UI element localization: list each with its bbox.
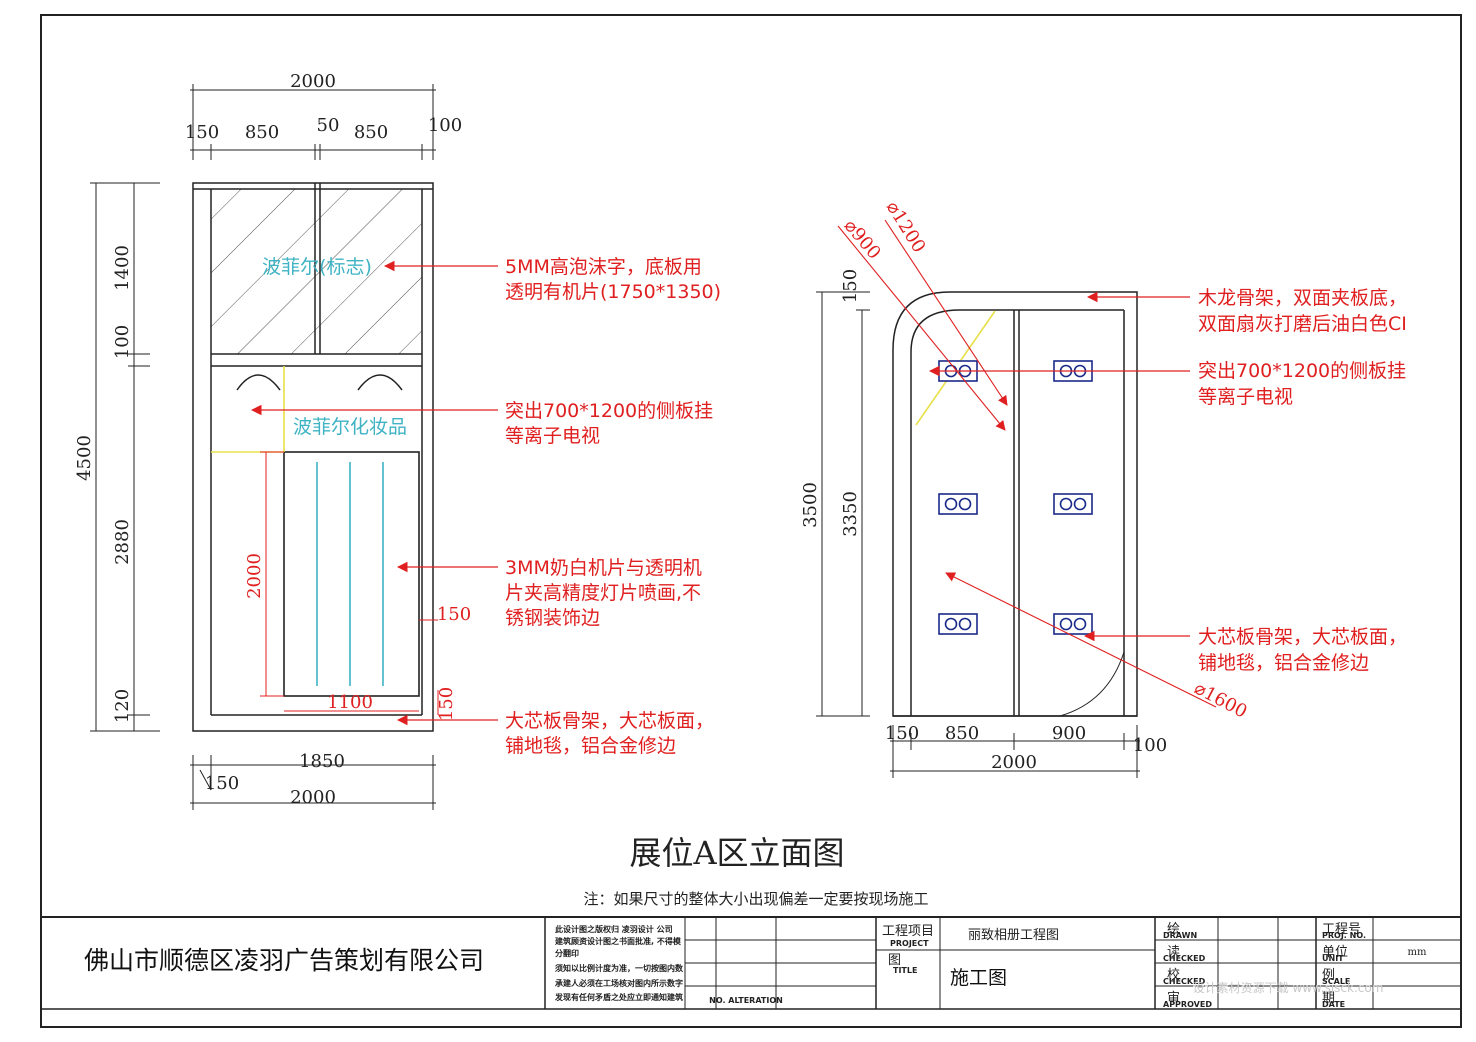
right-note-3-line-2: 铺地毯，铝合金修边 [1198,652,1369,674]
right-label-date-en: DATE [1322,1000,1345,1009]
unit-value: mm [1408,947,1427,958]
disclaimer-line-5: 承建人必须在工场核对图内所示数字 [555,978,683,988]
small-caption: NO. ALTERATION [709,996,783,1005]
left-note-3-line-3: 锈钢装饰边 [505,607,600,629]
right-leaders [928,291,1190,642]
right-label-project-no-en: PROJ. NO. [1322,931,1366,940]
right-label-unit-en: UNIT [1322,954,1344,963]
disclaimer-line-3: 分翻印 [555,948,579,958]
disclaimer-line-4: 须知以比例计度为准，一切按图内数 [554,963,684,973]
right-note-1-line-1: 木龙骨架，双面夹板底， [1198,287,1407,309]
left-dim-top-part-5: 100 [428,115,462,136]
left-dim-part-2880: 2880 [112,519,133,565]
sign-label-check: 校 [1167,967,1180,983]
left-dim-bottom-inner: 1850 [299,751,345,772]
watermark: 设计素材资源下载 www.sjsck.com [1193,981,1384,995]
disclaimer-line-6: 发现有任何矛盾之处应立即通知建筑 [554,992,683,1002]
left-dimensions [90,84,436,810]
sign-label-read-en: CHECKED [1163,954,1206,963]
right-elevation [892,291,1138,717]
right-note-1-line-2: 双面扇灰打磨后油白色CI [1198,313,1407,335]
project-name: 丽致相册工程图 [968,928,1059,943]
right-label-unit: 单位 [1322,945,1348,960]
left-dim-total-height: 4500 [74,435,95,481]
left-dim-lightbox-width: 1100 [327,692,373,713]
drawing-label-en: TITLE [893,966,917,975]
right-note-3-line-1: 大芯板骨架，大芯板面， [1198,626,1407,648]
left-note-4-line-2: 铺地毯，铝合金修边 [505,735,676,757]
right-dim-bottom-total: 2000 [991,752,1037,773]
sign-label-approve-en: APPROVED [1163,1000,1212,1009]
right-dim-total-height: 3500 [800,482,821,528]
left-dim-lightbox-right: 150 [437,604,471,625]
left-note-4-line-1: 大芯板骨架，大芯板面， [505,710,714,732]
sheet-frame [40,14,1462,1028]
left-dim-top-part-4: 850 [354,122,388,143]
disclaimer-line-1: 此设计图之版权归 凌羽设计 公司 [555,924,673,934]
left-red-dimensions [260,451,439,715]
drawing-title: 展位A区立面图 [629,834,844,872]
disclaimer-line-2: 建筑顾资设计图之书面批准, 不得模 [554,936,682,946]
title-block-grid [544,917,1461,1009]
right-dim-bottom-part-4: 100 [1133,735,1167,756]
left-dim-part-120: 120 [112,689,133,723]
left-dim-top-part-3: 50 [317,115,340,136]
left-label-logo: 波菲尔(标志) [262,256,372,278]
left-dim-top-total: 2000 [290,71,336,92]
right-dim-bottom-part-3: 900 [1052,723,1086,744]
sign-label-read: 读 [1167,945,1180,960]
lightbox-tubes [316,462,384,686]
left-note-3-line-1: 3MM奶白机片与透明机 [505,557,702,579]
right-dim-bottom-part-1: 150 [885,723,919,744]
sign-label-check-en: CHECKED [1163,977,1206,986]
project-label-en: PROJECT [890,939,929,948]
drawing-label: 图 [888,953,901,968]
left-dim-bottom-total: 2000 [290,787,336,808]
left-dim-part-100: 100 [112,325,133,359]
left-note-1-line-1: 5MM高泡沫字，底板用 [505,256,702,278]
left-note-2-line-1: 突出700*1200的侧板挂 [505,400,713,422]
right-dim-inner-height: 3350 [840,491,861,537]
left-note-2-line-2: 等离子电视 [505,425,600,447]
right-label-project-no: 工程号 [1322,922,1361,937]
right-dim-bottom-part-2: 850 [945,723,979,744]
right-dimensions [816,291,1140,778]
left-dim-top-part-2: 850 [245,122,279,143]
left-dim-lightbox-height: 2000 [244,553,265,599]
left-note-3-line-2: 片夹高精度灯片喷画,不 [505,582,701,604]
sign-label-drawn: 绘 [1167,922,1180,937]
right-dim-top: 150 [840,269,861,303]
right-radius-leaders [837,219,1217,708]
left-label-brand: 波菲尔化妆品 [293,416,407,438]
left-dim-top-part-1: 150 [185,122,219,143]
right-radius-1200: ⌀1200 [882,197,930,256]
right-label-scale: 例 [1322,968,1335,983]
sign-label-drawn-en: DRAWN [1163,931,1197,940]
left-note-1-line-2: 透明有机片(1750*1350) [505,281,721,303]
project-label: 工程项目 [882,924,934,939]
drawing-note: 注：如果尺寸的整体大小出现偏差一定要按现场施工 [583,890,928,908]
left-dim-lightbox-bottom: 150 [436,687,457,721]
right-note-2-line-2: 等离子电视 [1198,386,1293,408]
drawing-name: 施工图 [950,967,1007,989]
left-dim-part-1400: 1400 [112,245,133,291]
right-radius-1600: ⌀1600 [1191,678,1251,723]
right-label-scale-en: SCALE [1322,977,1350,986]
left-leaders [250,260,498,726]
right-note-2-line-1: 突出700*1200的侧板挂 [1198,360,1406,382]
company-name: 佛山市顺德区凌羽广告策划有限公司 [84,946,484,975]
left-dim-bottom-left: 150 [205,773,239,794]
sign-label-approve: 审 [1167,991,1180,1006]
right-label-date: 期 [1322,991,1335,1006]
